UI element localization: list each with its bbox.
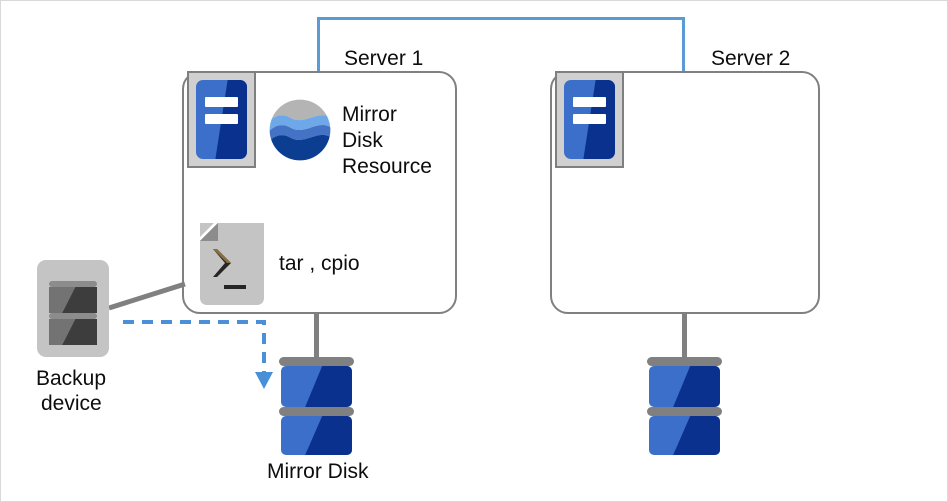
server2-disk-icon	[647, 357, 722, 455]
server2-disk-link	[682, 314, 687, 362]
mirror-disk-label: Mirror Disk	[267, 460, 369, 483]
server1-label: Server 1	[344, 47, 424, 70]
interconnect-horizontal-line	[317, 17, 685, 20]
server2-label: Server 2	[711, 47, 791, 70]
mirror-disk-resource-label-line1: Mirror	[342, 103, 397, 126]
server1-server-icon	[187, 71, 256, 168]
backup-data-flow-arrow	[123, 320, 273, 389]
mirror-disk-resource-globe-icon	[269, 99, 331, 161]
mirror-disk-icon	[279, 357, 354, 455]
server2-server-icon	[555, 71, 624, 168]
server2-box	[550, 71, 820, 314]
tar-cpio-label: tar , cpio	[279, 252, 360, 275]
server1-disk-link	[314, 314, 319, 362]
backup-device-label-line2: device	[41, 392, 102, 415]
mirror-disk-resource-label-line3: Resource	[342, 155, 432, 178]
terminal-script-icon	[200, 223, 264, 305]
backup-device-label-line1: Backup	[36, 367, 107, 390]
interconnect-right-drop	[682, 17, 685, 73]
backup-device-link	[108, 281, 186, 311]
mirror-disk-resource-label-line2: Disk	[342, 129, 383, 152]
backup-device-icon	[37, 260, 109, 357]
interconnect-left-drop	[317, 17, 320, 73]
